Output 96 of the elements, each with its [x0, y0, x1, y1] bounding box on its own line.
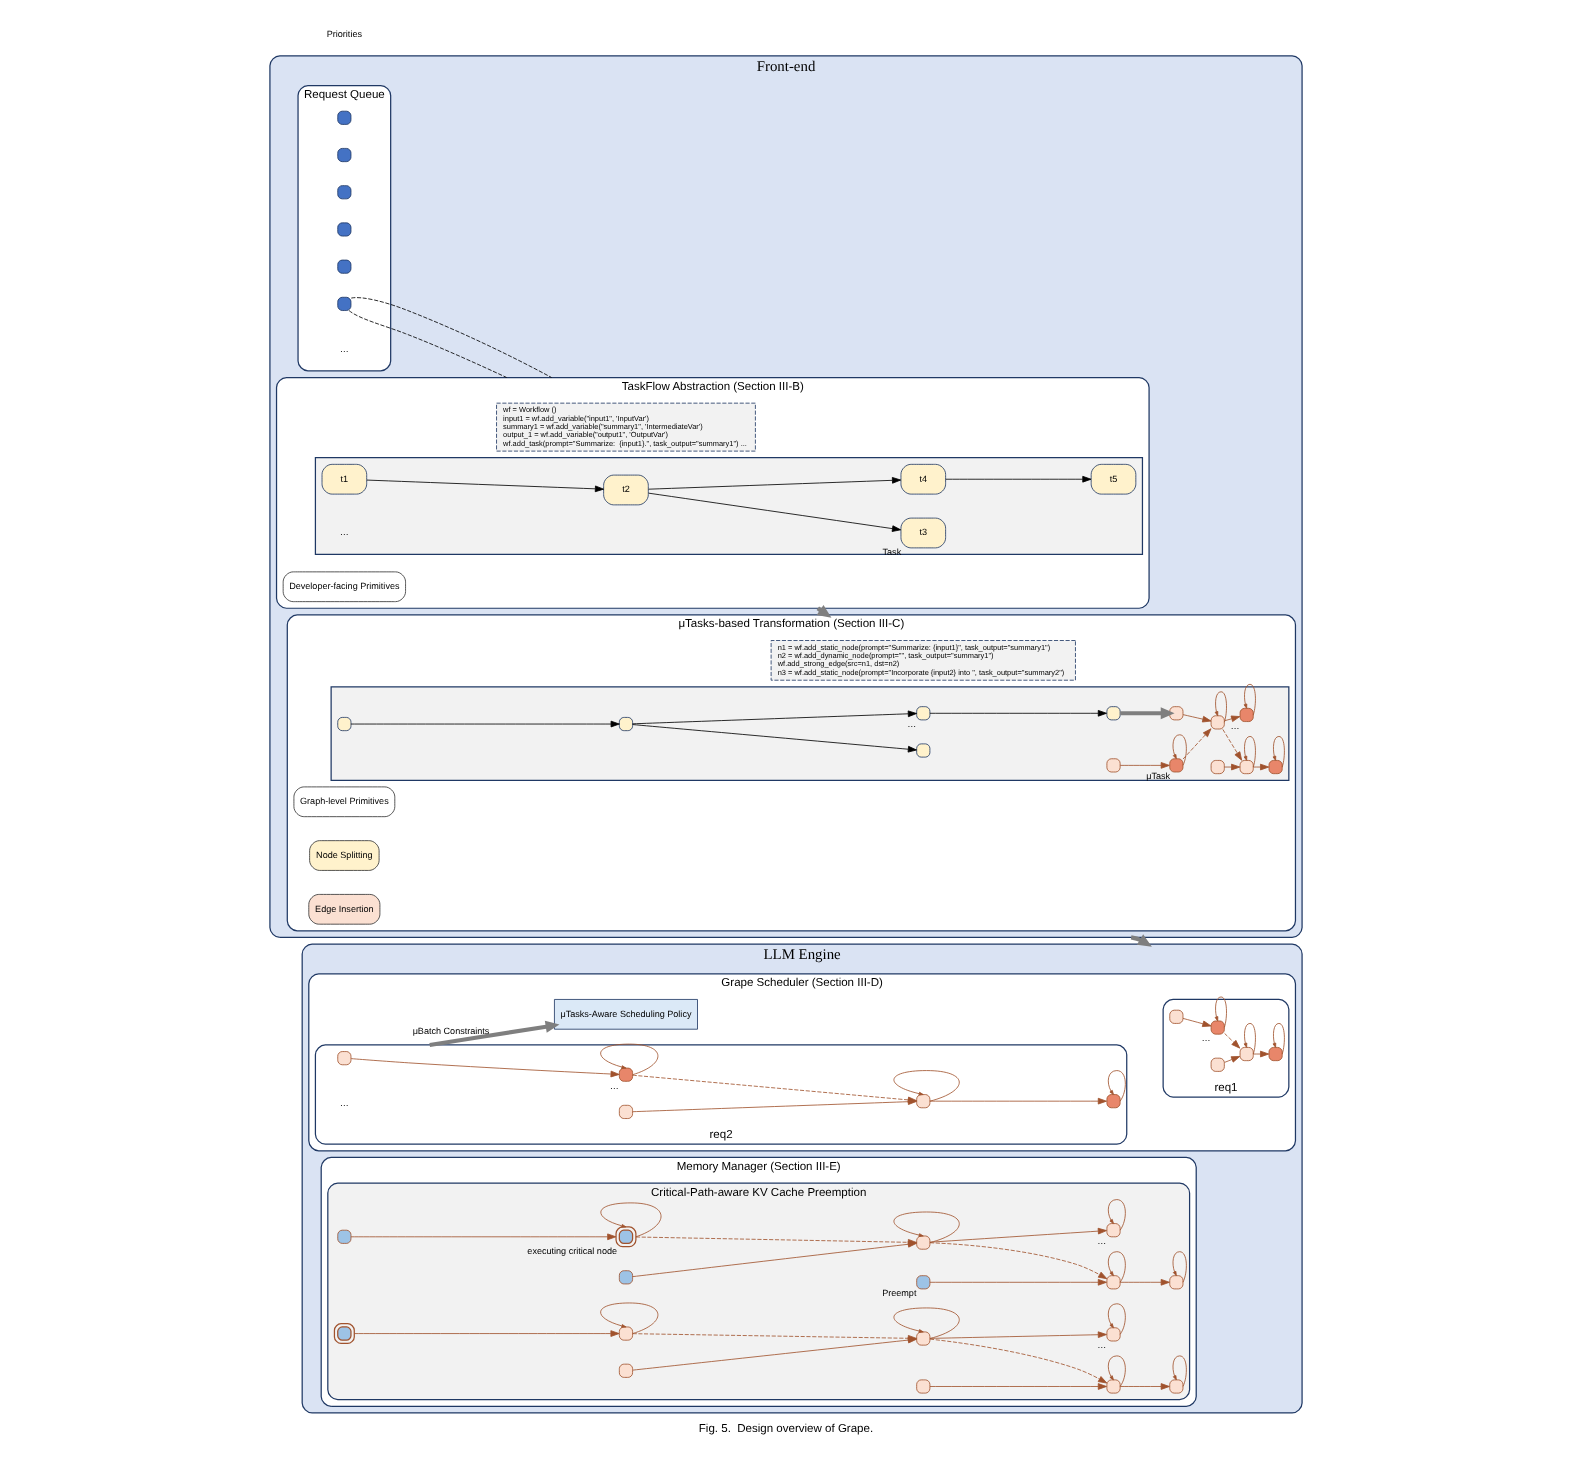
cluster — [314, 457, 1144, 556]
connector — [348, 310, 508, 378]
node-box — [1268, 760, 1283, 775]
arrow — [632, 710, 917, 725]
arrow — [1243, 736, 1256, 768]
node-box — [337, 222, 352, 237]
arrow — [600, 1302, 659, 1334]
node-box — [337, 296, 352, 311]
cluster — [330, 686, 1290, 781]
node-box — [337, 717, 352, 732]
node-box — [1106, 1223, 1121, 1238]
node-box — [1268, 1047, 1283, 1062]
node-box — [1106, 1379, 1121, 1394]
arrow — [354, 1330, 620, 1337]
arrow — [1182, 714, 1212, 723]
node-box — [1106, 1327, 1121, 1342]
arrow — [1224, 1033, 1241, 1049]
arrow — [1272, 1023, 1285, 1055]
arrow — [1119, 1279, 1170, 1286]
arrow — [1107, 1070, 1126, 1102]
arrow — [929, 1338, 1108, 1384]
arrow — [350, 720, 620, 728]
arrow — [929, 1279, 1107, 1286]
arrow — [929, 1097, 1107, 1105]
arrow — [600, 1043, 659, 1076]
node-box — [337, 1051, 352, 1066]
arrow — [1253, 1050, 1270, 1058]
node-box — [337, 110, 352, 125]
node-box — [916, 743, 931, 758]
arrow — [1253, 763, 1270, 771]
arrow — [1243, 1023, 1256, 1055]
arrow — [366, 479, 605, 493]
node-box — [1106, 758, 1121, 773]
node-box — [618, 1270, 633, 1285]
arrow — [1107, 1303, 1126, 1335]
node-box — [1210, 1020, 1225, 1035]
node-box — [1239, 760, 1254, 775]
arrow — [1119, 1383, 1170, 1390]
node-box — [618, 717, 633, 732]
node-box — [1210, 715, 1225, 730]
node-box — [1210, 760, 1225, 775]
arrow — [429, 1020, 560, 1047]
arrow — [1107, 1199, 1126, 1231]
arrow — [350, 1058, 620, 1078]
arrow — [1107, 1355, 1126, 1387]
arrow — [893, 1211, 960, 1243]
node-box — [1239, 707, 1254, 722]
node-box — [1169, 706, 1184, 721]
arrow — [1272, 736, 1285, 768]
node-box — [1169, 1275, 1184, 1290]
node-box — [1169, 1379, 1184, 1394]
node-box — [916, 1094, 931, 1109]
node-box — [618, 1104, 633, 1119]
arrow — [929, 1383, 1107, 1390]
arrow — [945, 475, 1092, 483]
arrow — [1224, 763, 1241, 771]
arrow — [1182, 728, 1212, 760]
arrow — [1119, 762, 1170, 769]
node-box — [337, 259, 352, 274]
arrow — [648, 477, 902, 490]
arrow — [648, 492, 902, 532]
arrow — [1182, 1018, 1212, 1027]
arrow — [600, 1202, 662, 1238]
node-box — [1210, 1057, 1225, 1072]
arrow — [1120, 707, 1175, 720]
node-box — [916, 1379, 931, 1394]
arrow — [929, 709, 1107, 717]
node-box — [916, 1275, 931, 1290]
node-box — [1106, 1275, 1121, 1290]
arrow — [1172, 1251, 1187, 1283]
arrow — [1224, 1056, 1241, 1063]
arrow — [1107, 1251, 1126, 1283]
arrow — [350, 1233, 617, 1241]
arrow — [929, 1227, 1107, 1243]
arrow — [1243, 683, 1256, 716]
arrow — [1224, 715, 1241, 722]
arrow — [929, 1331, 1107, 1339]
node-box — [618, 1363, 633, 1378]
arrow — [929, 1242, 1108, 1280]
node-box — [1239, 1047, 1254, 1062]
arrow — [632, 724, 917, 753]
arrow — [1214, 996, 1227, 1028]
node-box — [337, 185, 352, 200]
node-box — [1169, 758, 1184, 773]
arrow — [1214, 691, 1227, 723]
connector — [350, 297, 552, 378]
node-box — [1106, 706, 1121, 721]
arrow — [1172, 1355, 1187, 1387]
node-box — [916, 706, 931, 721]
node-box — [1169, 1009, 1184, 1024]
node-box — [1106, 1094, 1121, 1109]
arrow — [893, 1307, 960, 1339]
node-box — [337, 1229, 352, 1244]
arrow — [1222, 728, 1243, 761]
node-box — [337, 148, 352, 163]
arrow — [1172, 734, 1187, 766]
